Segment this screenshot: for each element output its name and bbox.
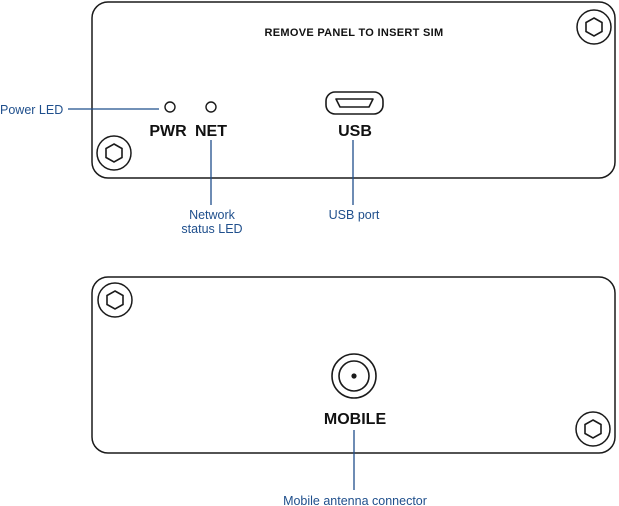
antenna-connector-icon bbox=[331, 353, 377, 399]
usb-port-icon bbox=[325, 91, 384, 115]
top-panel: REMOVE PANEL TO INSERT SIM PWR NET USB bbox=[91, 1, 616, 179]
bottom-panel: MOBILE bbox=[91, 276, 616, 454]
screw-bottom-right-icon bbox=[575, 411, 611, 447]
pwr-label: PWR bbox=[149, 123, 187, 140]
usb-label: USB bbox=[338, 123, 372, 140]
screw-bottom-left-icon bbox=[96, 135, 132, 171]
net-label: NET bbox=[195, 123, 227, 140]
network-led-callout-line1: Network bbox=[189, 208, 236, 222]
screw-top-left-icon bbox=[97, 282, 133, 318]
power-led-callout: Power LED bbox=[0, 103, 63, 117]
antenna-callout: Mobile antenna connector bbox=[283, 494, 427, 506]
usb-port-callout: USB port bbox=[329, 208, 380, 222]
bottom-callouts: Mobile antenna connector bbox=[283, 430, 427, 506]
net-led-icon bbox=[205, 101, 217, 113]
pwr-led-icon bbox=[164, 101, 176, 113]
network-led-callout-line2: status LED bbox=[181, 222, 242, 236]
mobile-label: MOBILE bbox=[324, 411, 387, 428]
top-panel-header: REMOVE PANEL TO INSERT SIM bbox=[265, 27, 444, 39]
top-callouts: Power LED Network status LED USB port bbox=[0, 103, 380, 236]
screw-top-right-icon bbox=[576, 9, 612, 45]
